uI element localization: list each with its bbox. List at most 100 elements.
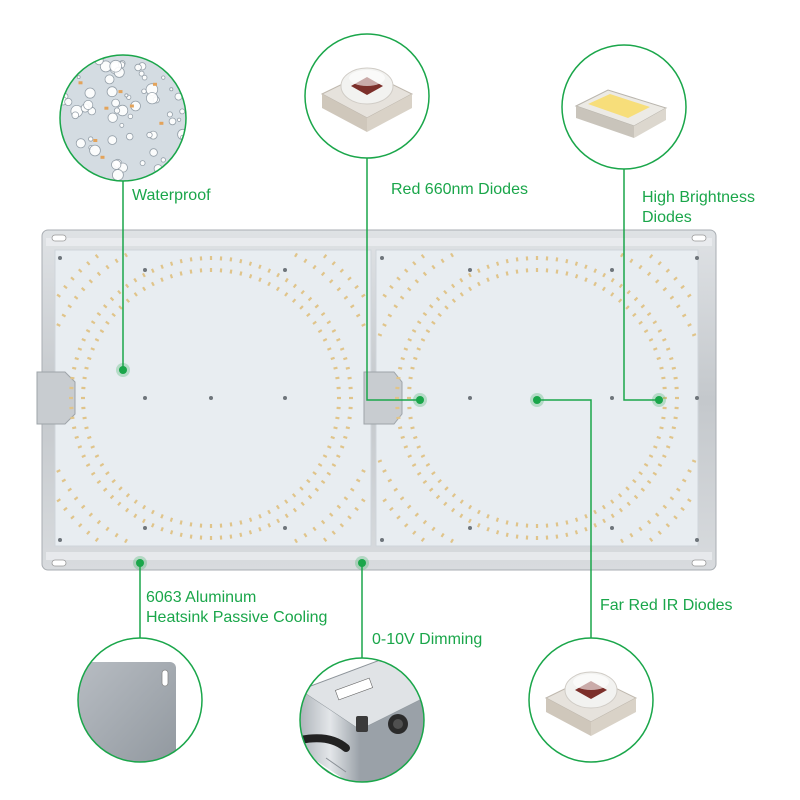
led-diode bbox=[657, 463, 663, 468]
led-diode bbox=[671, 426, 676, 430]
led-diode bbox=[125, 283, 130, 289]
led-diode bbox=[665, 523, 670, 528]
water-drop bbox=[69, 62, 75, 69]
led-diode bbox=[275, 504, 280, 510]
led-diode bbox=[361, 469, 366, 473]
water-drop bbox=[111, 98, 120, 108]
led-diode bbox=[476, 523, 481, 528]
led-diode bbox=[662, 337, 667, 342]
water-drop bbox=[119, 123, 125, 128]
led-diode bbox=[495, 517, 500, 522]
led-diode bbox=[72, 426, 77, 430]
water-drop bbox=[168, 117, 177, 126]
led-diode bbox=[94, 254, 99, 259]
led-diode bbox=[505, 532, 509, 537]
led-diode bbox=[665, 268, 670, 273]
led-diode bbox=[105, 320, 110, 325]
led-diode bbox=[84, 426, 89, 430]
water-drop bbox=[146, 92, 159, 105]
water-drop bbox=[169, 87, 174, 92]
led-diode bbox=[420, 537, 425, 542]
led-diode bbox=[67, 304, 72, 309]
led-diode bbox=[387, 313, 393, 318]
led-diode bbox=[420, 338, 426, 342]
led-diode bbox=[431, 471, 436, 476]
led-diode bbox=[633, 296, 639, 302]
led-diode bbox=[665, 347, 671, 351]
led-diode bbox=[84, 366, 89, 370]
led-diode bbox=[617, 298, 623, 303]
led-diode bbox=[435, 494, 441, 500]
led-diode bbox=[90, 445, 95, 449]
led-diode bbox=[661, 376, 666, 380]
led-diode bbox=[382, 293, 387, 298]
led-diode bbox=[646, 479, 652, 484]
led-diode bbox=[81, 337, 86, 342]
led-diode bbox=[451, 493, 457, 498]
led-diode bbox=[284, 277, 289, 283]
led-diode bbox=[312, 471, 317, 476]
led-diode bbox=[655, 279, 660, 284]
led-diode bbox=[124, 538, 128, 544]
led-diode bbox=[229, 534, 233, 539]
water-drop bbox=[109, 59, 122, 73]
screw bbox=[610, 396, 614, 400]
led-diode bbox=[63, 284, 68, 290]
led-diode bbox=[354, 284, 359, 290]
led-diode bbox=[410, 366, 415, 370]
led-diode bbox=[70, 416, 75, 420]
led-diode bbox=[151, 281, 155, 287]
led-diode bbox=[69, 406, 74, 410]
led-diode bbox=[314, 304, 320, 309]
led-diode bbox=[336, 337, 341, 342]
led-diode bbox=[400, 356, 405, 361]
led-diode bbox=[102, 487, 108, 492]
water-drop bbox=[174, 164, 186, 176]
led-diode bbox=[545, 268, 549, 273]
water-drop bbox=[149, 148, 158, 157]
led-diode bbox=[56, 323, 61, 327]
led-diode bbox=[661, 416, 666, 420]
led-diode bbox=[239, 271, 243, 276]
led-diode bbox=[396, 276, 401, 281]
led-diode bbox=[312, 320, 317, 325]
led-diode bbox=[199, 256, 203, 261]
led-diode bbox=[169, 517, 174, 522]
led-diode bbox=[284, 292, 289, 297]
led-diode bbox=[141, 518, 146, 524]
led-diode bbox=[347, 416, 352, 420]
led-diode bbox=[179, 259, 183, 264]
led-diode bbox=[361, 323, 366, 327]
water-drop bbox=[64, 98, 73, 107]
led-diode bbox=[219, 256, 223, 261]
led-diode bbox=[680, 506, 685, 512]
led-diode bbox=[87, 435, 92, 440]
side-bracket bbox=[36, 371, 76, 425]
led-diode bbox=[303, 532, 308, 538]
led-diode bbox=[248, 261, 253, 266]
led-diode bbox=[343, 356, 348, 361]
led-diode bbox=[646, 519, 652, 525]
led-diode bbox=[681, 313, 687, 318]
led-diode bbox=[349, 396, 353, 400]
led-diode bbox=[323, 254, 328, 259]
led-diode bbox=[239, 259, 243, 264]
led-diode bbox=[56, 498, 61, 503]
led-diode bbox=[443, 289, 448, 295]
led-diode bbox=[632, 312, 637, 318]
led-diode bbox=[124, 252, 128, 258]
led-diode bbox=[663, 396, 667, 400]
led-diode bbox=[189, 269, 193, 274]
led-diode bbox=[219, 268, 223, 273]
led-diode bbox=[674, 386, 679, 390]
led-diode bbox=[105, 471, 110, 476]
led-diode bbox=[649, 254, 654, 259]
led-diode bbox=[414, 279, 419, 284]
screw bbox=[209, 396, 213, 400]
led-diode bbox=[284, 513, 289, 519]
led-diode bbox=[56, 293, 61, 298]
far-red-diode-icon bbox=[528, 637, 654, 763]
led-diode bbox=[160, 277, 164, 282]
led-diode bbox=[515, 522, 519, 527]
led-diode bbox=[105, 264, 110, 270]
